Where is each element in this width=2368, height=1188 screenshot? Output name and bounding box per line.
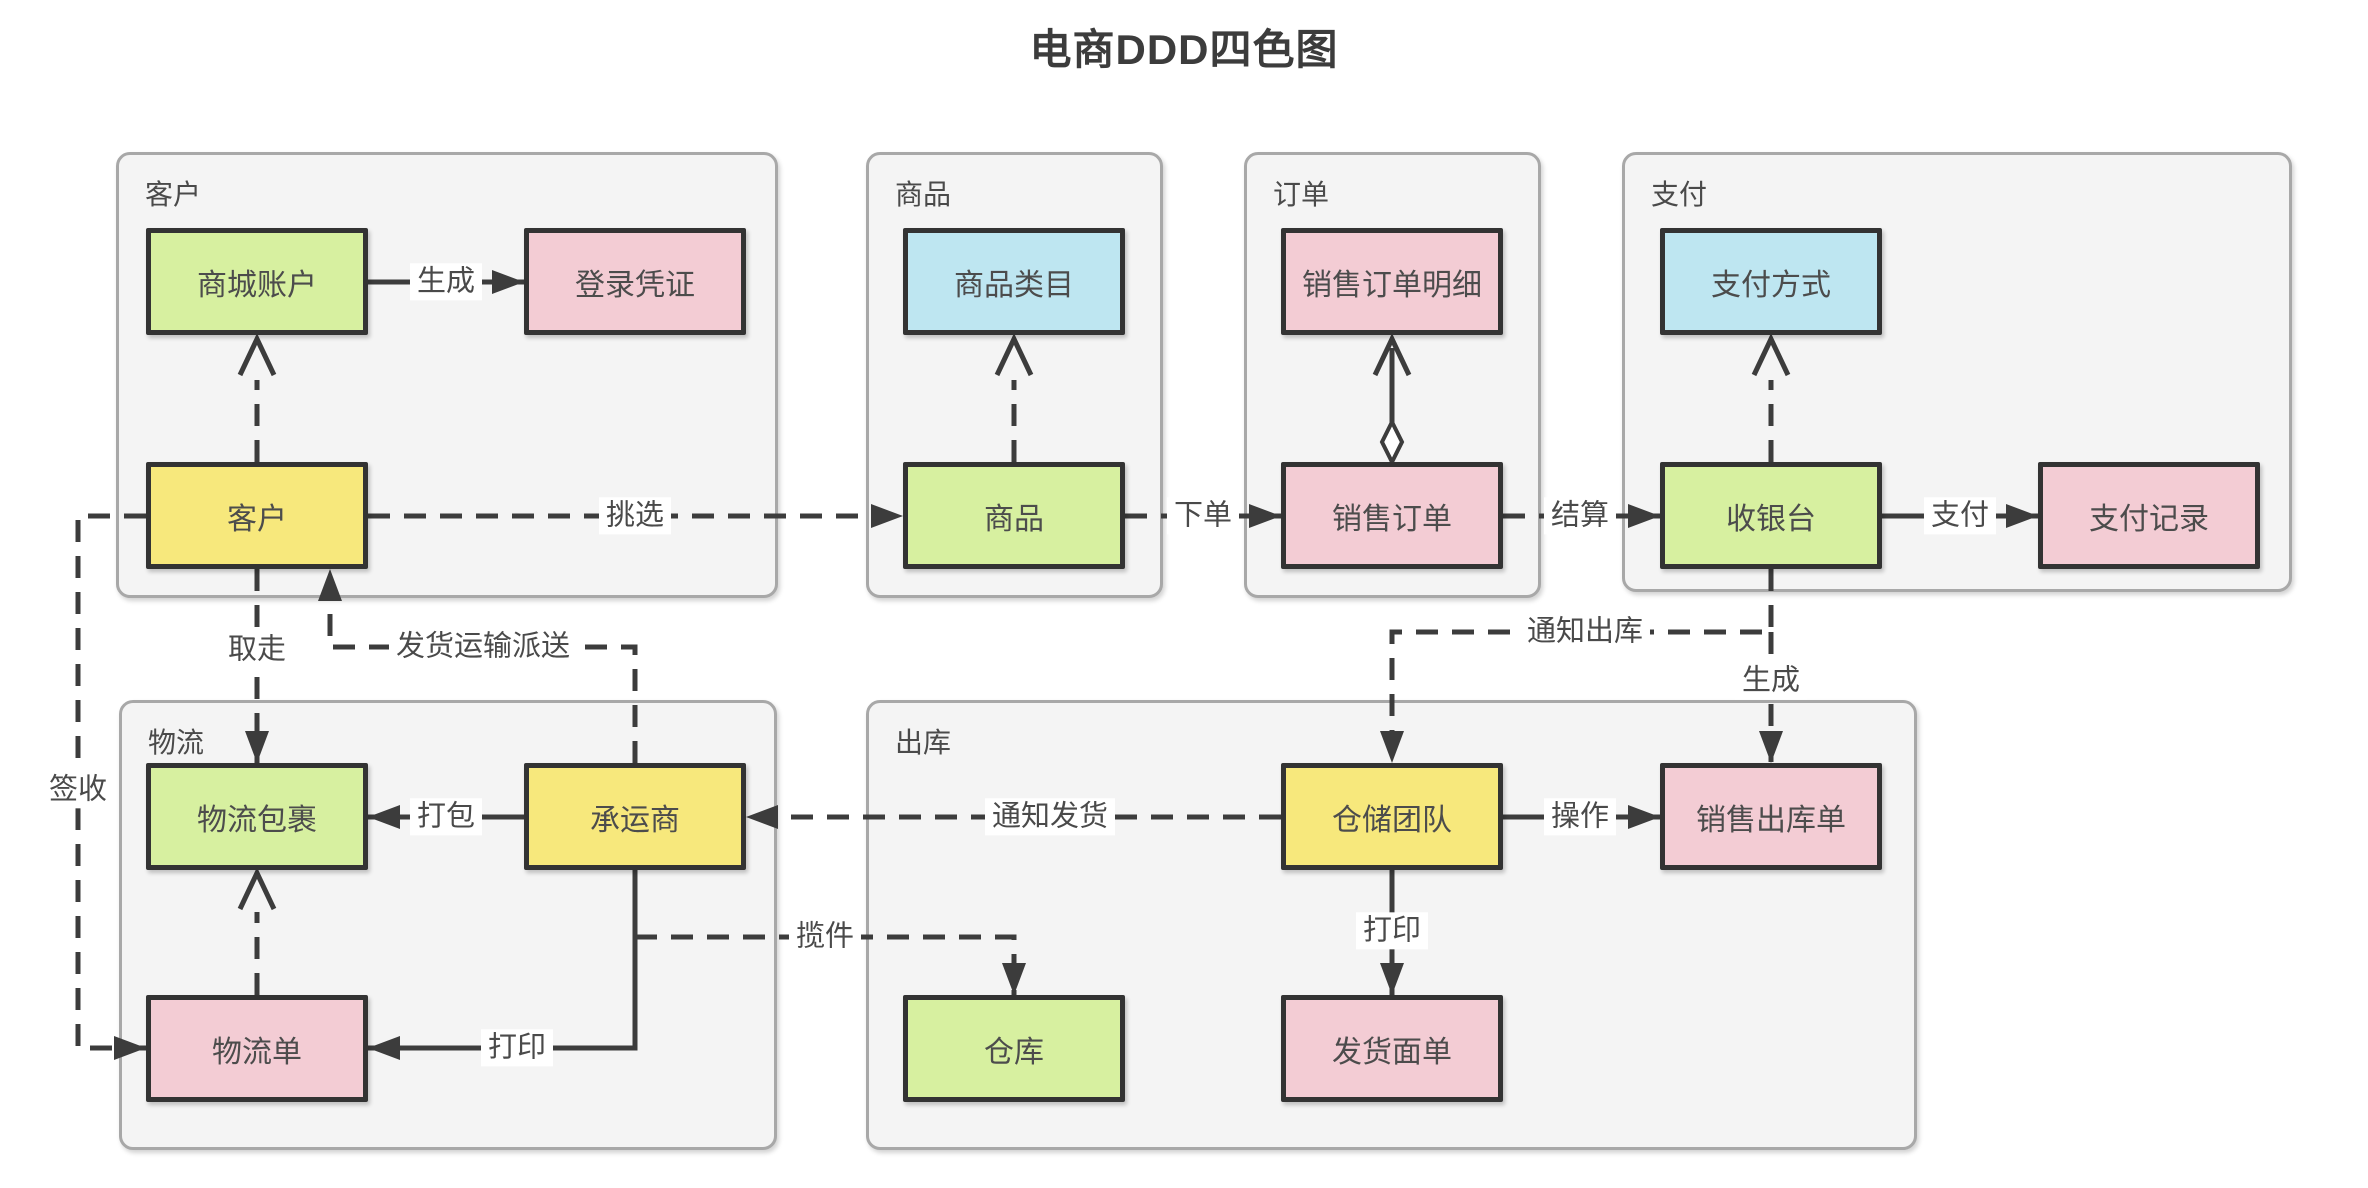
edge-label-generate-credential: 生成 <box>409 263 483 301</box>
edge-place-order-arrowhead <box>1249 504 1281 528</box>
edge-label-operate: 操作 <box>1543 798 1617 836</box>
group-label-payment: 支付 <box>1651 179 1708 210</box>
edge-sign-receipt-arrowhead <box>114 1036 146 1060</box>
edge-label-settle: 结算 <box>1543 497 1617 535</box>
node-label-product-category: 商品类目 <box>954 268 1074 302</box>
edge-customer-to-mall-account-open-arrowhead <box>237 333 277 377</box>
node-label-logistics-package: 物流包裹 <box>197 803 317 837</box>
group-label-logistics: 物流 <box>148 727 205 758</box>
edge-label-pack: 打包 <box>409 798 483 836</box>
edge-ship-transport-deliver-arrowhead <box>318 569 342 601</box>
group-label-outbound: 出库 <box>895 727 952 758</box>
edge-notify-ship-arrowhead <box>746 805 778 829</box>
node-label-customer: 客户 <box>227 502 287 536</box>
edge-product-to-category-open-arrowhead <box>994 333 1034 377</box>
node-logistics-package: 物流包裹 <box>146 763 368 870</box>
edge-label-pickup: 揽件 <box>788 918 862 956</box>
node-label-login-credential: 登录凭证 <box>575 268 695 302</box>
node-label-carrier: 承运商 <box>590 803 680 837</box>
edge-generate-credential-arrowhead <box>492 270 524 294</box>
edge-label-pay: 支付 <box>1923 497 1997 535</box>
node-label-mall-account: 商城账户 <box>197 268 317 302</box>
node-shipping-label: 发货面单 <box>1281 995 1503 1102</box>
node-sales-outbound-order: 销售出库单 <box>1660 763 1882 870</box>
edge-notify-outbound-line <box>1389 569 1774 763</box>
node-label-product: 商品 <box>984 502 1044 536</box>
node-warehouse: 仓库 <box>903 995 1125 1102</box>
edge-generate-outbound-order-arrowhead <box>1759 731 1783 763</box>
node-carrier: 承运商 <box>524 763 746 870</box>
edge-label-generate-outbound-order: 生成 <box>1734 662 1808 700</box>
node-label-payment-record: 支付记录 <box>2089 502 2209 536</box>
edge-label-sign-receipt: 签收 <box>41 771 115 809</box>
edge-cashier-to-payment-method-open-arrowhead <box>1751 333 1791 377</box>
node-customer: 客户 <box>146 462 368 569</box>
node-product-category: 商品类目 <box>903 228 1125 335</box>
edge-settle-arrowhead <box>1628 504 1660 528</box>
node-login-credential: 登录凭证 <box>524 228 746 335</box>
node-logistics-order: 物流单 <box>146 995 368 1102</box>
edge-logistics-order-to-package-open-arrowhead <box>237 867 277 911</box>
edge-label-pick: 挑选 <box>598 497 672 535</box>
group-label-order: 订单 <box>1273 179 1330 210</box>
edge-pickup-arrowhead <box>1002 963 1026 995</box>
node-label-logistics-order: 物流单 <box>212 1035 302 1069</box>
diagram-title: 电商DDD四色图 <box>1029 26 1339 73</box>
node-label-sales-order-detail: 销售订单明细 <box>1302 268 1482 302</box>
node-mall-account: 商城账户 <box>146 228 368 335</box>
edge-print-shipping-label-arrowhead <box>1380 963 1404 995</box>
edge-label-print-shipping-label: 打印 <box>1355 912 1429 950</box>
node-product: 商品 <box>903 462 1125 569</box>
node-label-shipping-label: 发货面单 <box>1332 1035 1452 1069</box>
edge-operate-arrowhead <box>1628 805 1660 829</box>
edge-order-aggregation-aggregation-diamond <box>1379 417 1405 467</box>
group-label-product: 商品 <box>895 179 952 210</box>
node-label-sales-order: 销售订单 <box>1332 502 1452 536</box>
node-sales-order: 销售订单 <box>1281 462 1503 569</box>
edge-notify-outbound-arrowhead <box>1380 731 1404 763</box>
edge-pack-arrowhead <box>368 805 400 829</box>
node-cashier: 收银台 <box>1660 462 1882 569</box>
node-label-payment-method: 支付方式 <box>1711 268 1831 302</box>
node-label-warehouse-team: 仓储团队 <box>1332 803 1452 837</box>
edge-print-logistics-order-arrowhead <box>368 1036 400 1060</box>
node-payment-method: 支付方式 <box>1660 228 1882 335</box>
group-label-customer: 客户 <box>145 179 202 210</box>
node-payment-record: 支付记录 <box>2038 462 2260 569</box>
edge-ship-transport-deliver-line <box>327 569 638 763</box>
edge-label-take-away: 取走 <box>220 631 294 669</box>
node-label-cashier: 收银台 <box>1726 502 1816 536</box>
edge-take-away-arrowhead <box>245 731 269 763</box>
edge-print-logistics-order-line <box>368 870 638 1051</box>
edge-label-notify-ship: 通知发货 <box>984 798 1116 836</box>
node-label-warehouse: 仓库 <box>984 1035 1044 1069</box>
edge-label-print-logistics-order: 打印 <box>480 1029 554 1067</box>
edge-pay-arrowhead <box>2006 504 2038 528</box>
edge-label-ship-transport-deliver: 发货运输派送 <box>388 628 578 666</box>
edge-pick-arrowhead <box>871 504 903 528</box>
edge-label-notify-outbound: 通知出库 <box>1519 613 1651 651</box>
edge-label-place-order: 下单 <box>1166 497 1240 535</box>
edge-order-aggregation-open-arrowhead <box>1372 333 1412 377</box>
node-sales-order-detail: 销售订单明细 <box>1281 228 1503 335</box>
node-label-sales-outbound-order: 销售出库单 <box>1696 803 1846 837</box>
node-warehouse-team: 仓储团队 <box>1281 763 1503 870</box>
